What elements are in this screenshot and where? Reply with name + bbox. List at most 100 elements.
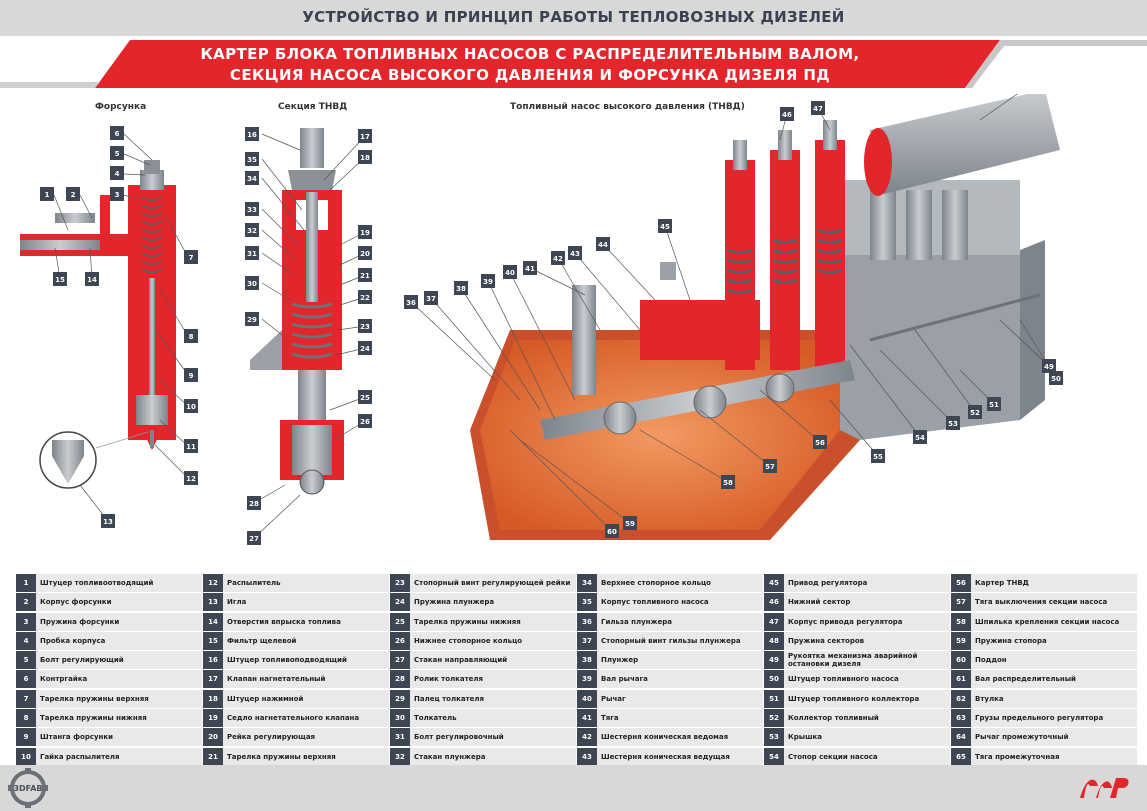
callout-14: 14 [85, 272, 99, 286]
callout-5: 5 [110, 146, 124, 160]
callout-16: 16 [245, 127, 259, 141]
svg-text:26: 26 [360, 418, 370, 426]
svg-text:15: 15 [55, 276, 65, 284]
svg-text:60: 60 [607, 528, 617, 536]
label-pump-section: Секция ТНВД [278, 102, 348, 112]
callout-2: 2 [66, 187, 80, 201]
svg-text:10: 10 [186, 403, 196, 411]
svg-text:33: 33 [247, 206, 257, 214]
svg-text:57: 57 [765, 463, 775, 471]
svg-text:55: 55 [873, 453, 883, 461]
svg-text:25: 25 [360, 394, 370, 402]
callout-53: 53 [946, 416, 960, 430]
callout-12: 12 [184, 471, 198, 485]
callout-7: 7 [184, 250, 198, 264]
callout-58: 58 [721, 475, 735, 489]
diagram-canvas: 1 2 3 4 5 6 7 8 9 10 11 12 13 14 15 16 1… [20, 94, 1063, 545]
callout-45: 45 [658, 219, 672, 233]
svg-text:7: 7 [189, 254, 194, 262]
callout-37: 37 [424, 291, 438, 305]
callout-42: 42 [551, 251, 565, 265]
callout-10: 10 [184, 399, 198, 413]
callout-55: 55 [871, 449, 885, 463]
svg-text:13: 13 [103, 518, 113, 526]
svg-text:4: 4 [115, 170, 120, 178]
svg-text:23: 23 [360, 323, 370, 331]
svg-text:42: 42 [553, 255, 563, 263]
svg-text:40: 40 [505, 269, 515, 277]
callout-22: 22 [358, 290, 372, 304]
callout-3: 3 [110, 187, 124, 201]
callout-24: 24 [358, 341, 372, 355]
callout-49: 49 [1042, 359, 1056, 373]
svg-text:22: 22 [360, 294, 370, 302]
svg-text:6: 6 [115, 130, 120, 138]
label-hp-pump: Топливный насос высокого давления (ТНВД) [510, 102, 745, 112]
callout-59: 59 [623, 516, 637, 530]
callout-41: 41 [523, 261, 537, 275]
svg-text:54: 54 [915, 434, 925, 442]
callout-18: 18 [358, 150, 372, 164]
callout-27: 27 [247, 531, 261, 545]
callout-30: 30 [245, 276, 259, 290]
svg-text:44: 44 [598, 241, 608, 249]
svg-text:36: 36 [406, 299, 416, 307]
svg-text:3: 3 [115, 191, 120, 199]
callout-54: 54 [913, 430, 927, 444]
svg-text:49: 49 [1044, 363, 1054, 371]
callout-19: 19 [358, 225, 372, 239]
svg-text:59: 59 [625, 520, 635, 528]
callout-15: 15 [53, 272, 67, 286]
svg-text:12: 12 [186, 475, 196, 483]
svg-text:50: 50 [1051, 375, 1061, 383]
subtitle-line-2: СЕКЦИЯ НАСОСА ВЫСОКОГО ДАВЛЕНИЯ И ФОРСУН… [229, 66, 831, 84]
svg-text:27: 27 [249, 535, 259, 543]
svg-text:31: 31 [247, 250, 257, 258]
callout-26: 26 [358, 414, 372, 428]
callout-33: 33 [245, 202, 259, 216]
svg-text:58: 58 [723, 479, 733, 487]
callout-11: 11 [184, 439, 198, 453]
svg-text:45: 45 [660, 223, 670, 231]
page-title: УСТРОЙСТВО И ПРИНЦИП РАБОТЫ ТЕПЛОВОЗНЫХ … [302, 8, 845, 26]
svg-text:30: 30 [247, 280, 257, 288]
svg-text:2: 2 [71, 191, 76, 199]
callout-60: 60 [605, 524, 619, 538]
svg-text:38: 38 [456, 285, 466, 293]
svg-text:8: 8 [189, 333, 194, 341]
svg-text:20: 20 [360, 250, 370, 258]
callout-4: 4 [110, 166, 124, 180]
svg-text:53: 53 [948, 420, 958, 428]
callout-13: 13 [101, 514, 115, 528]
callout-32: 32 [245, 223, 259, 237]
hp-pump-drawing [470, 94, 1060, 540]
pump-section-drawing [250, 128, 344, 495]
callout-47: 47 [811, 101, 825, 115]
svg-text:34: 34 [247, 175, 257, 183]
